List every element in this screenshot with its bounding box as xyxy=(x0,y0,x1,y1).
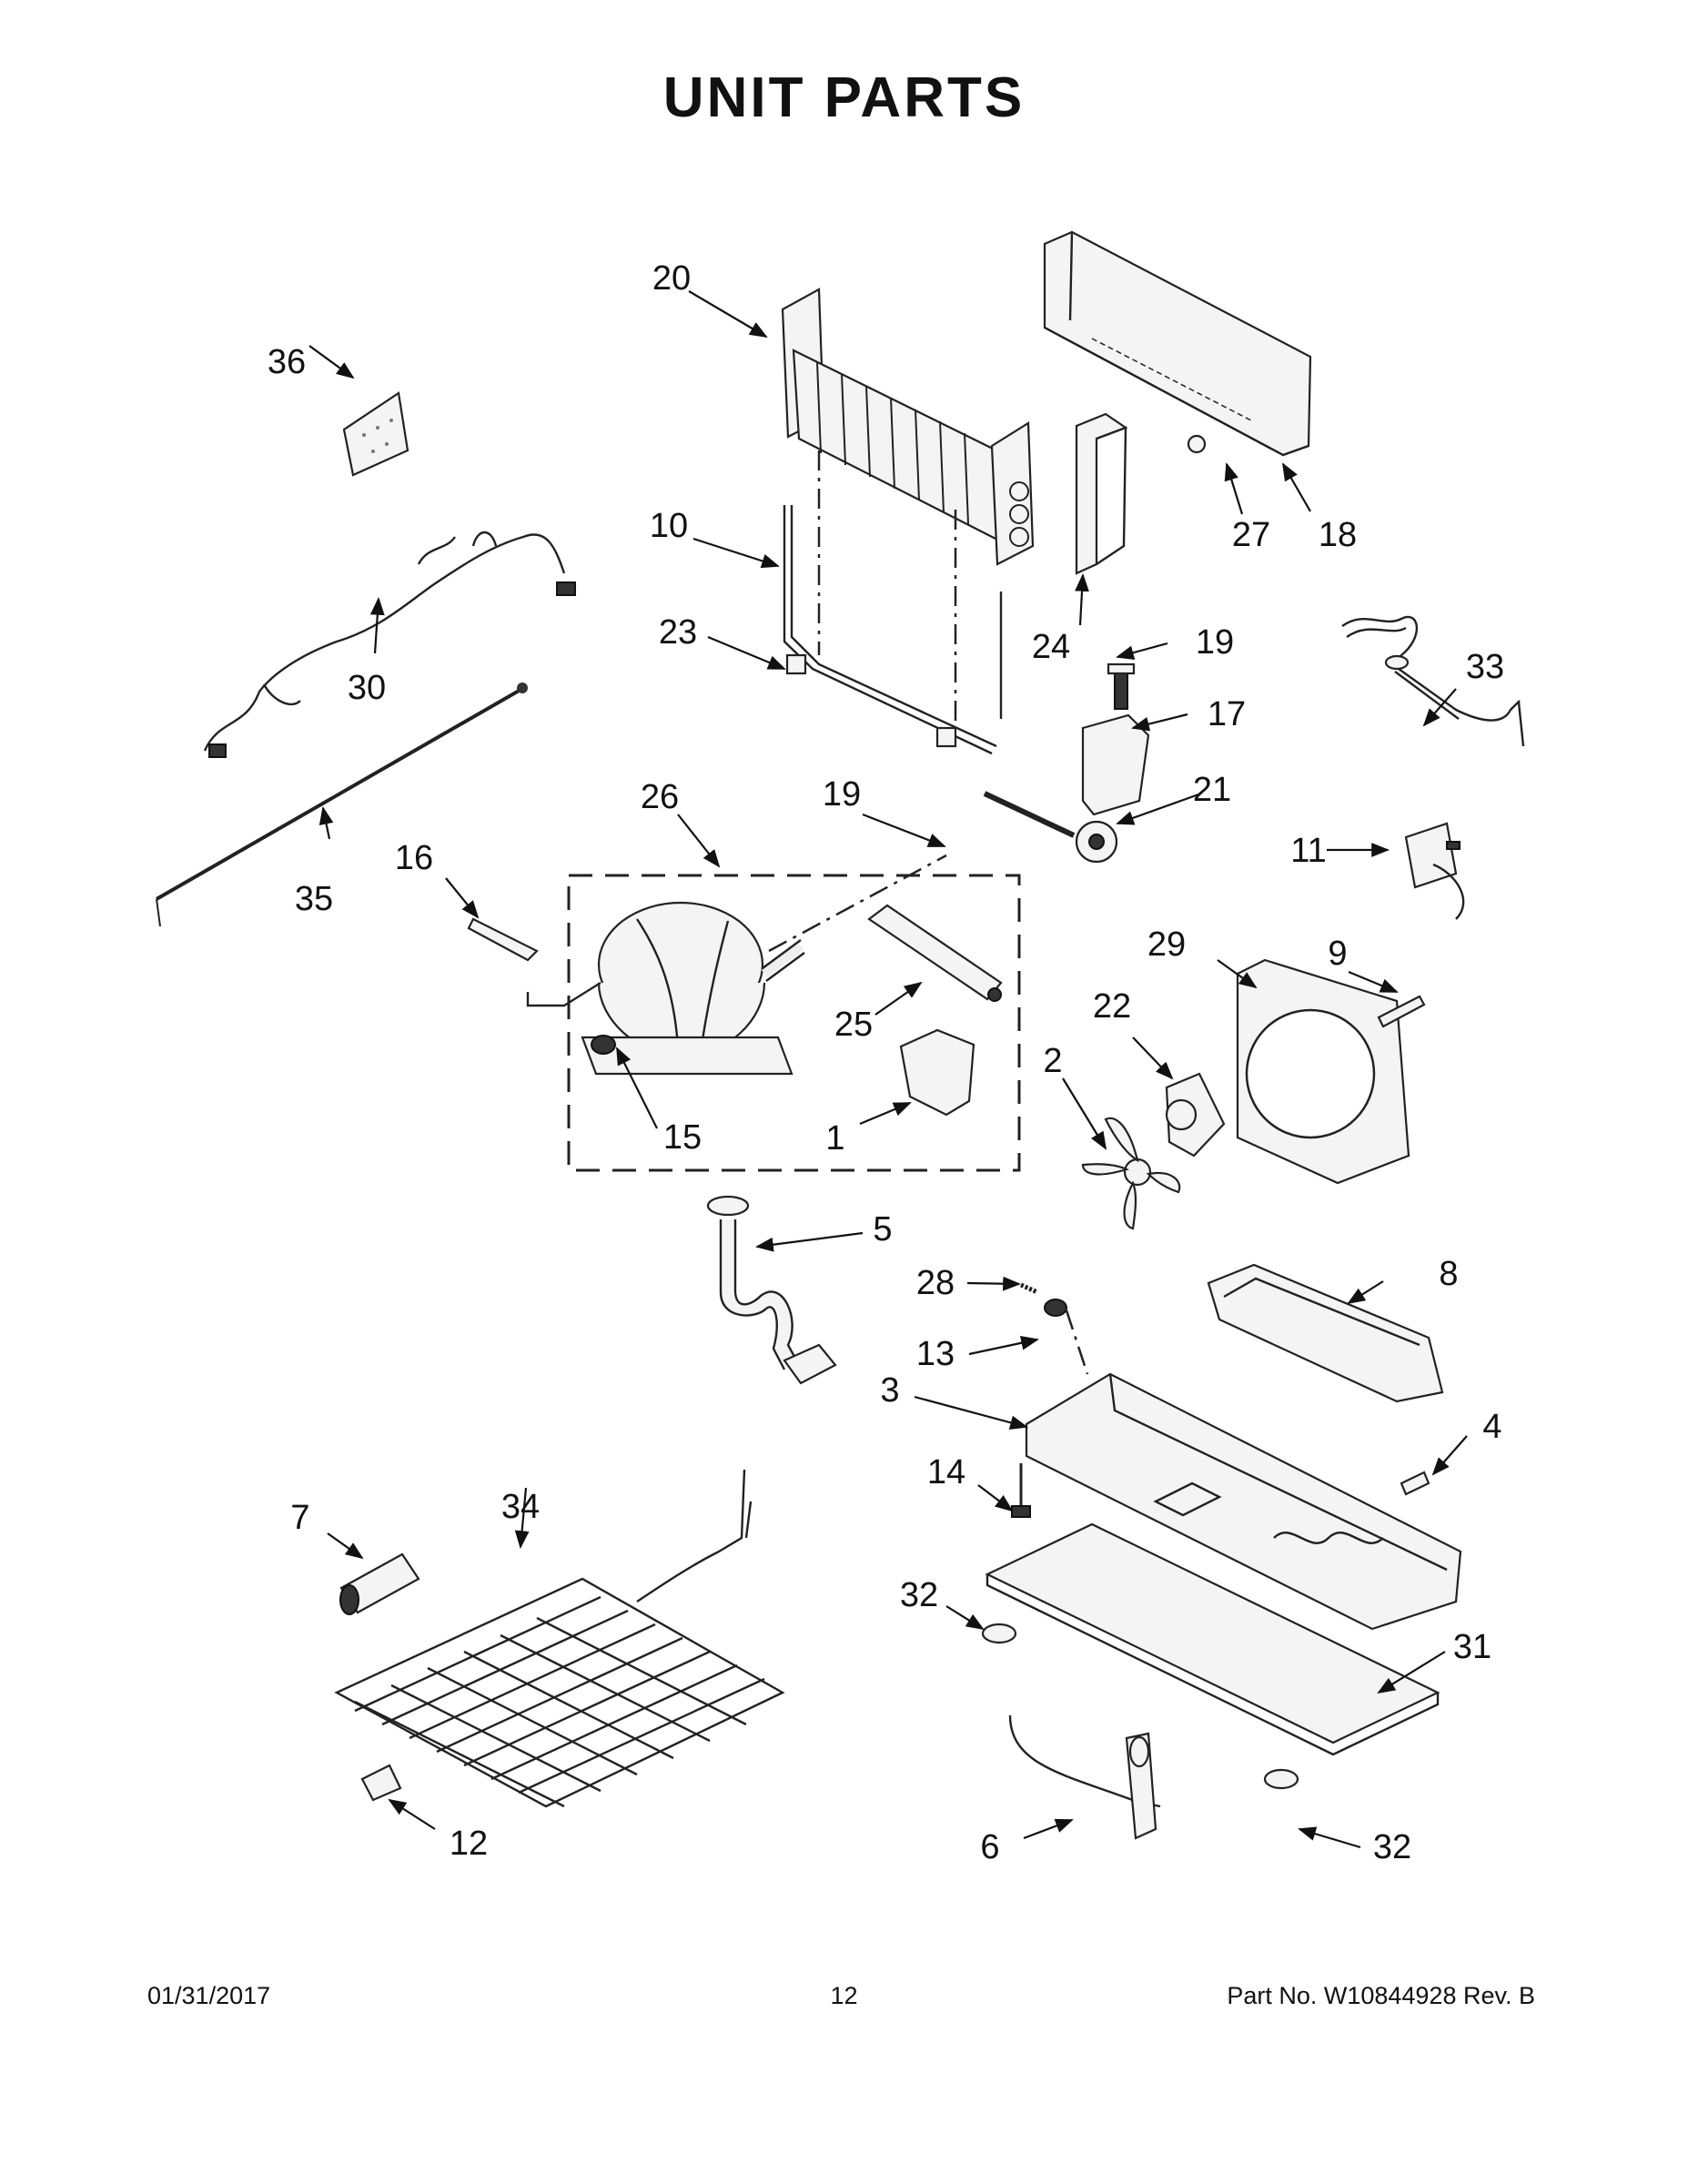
page-title: UNIT PARTS xyxy=(662,66,1026,129)
callout-32b: 32 xyxy=(1373,1828,1411,1866)
part-29-fan-shroud xyxy=(1236,958,1410,1185)
callout-14: 14 xyxy=(927,1453,965,1491)
part-24-bracket xyxy=(1075,412,1128,575)
callout-2: 2 xyxy=(1043,1042,1062,1080)
callout-20: 20 xyxy=(652,259,691,298)
callout-16: 16 xyxy=(395,839,433,877)
part-30-wire-harness xyxy=(203,531,576,758)
callout-11: 11 xyxy=(1290,832,1326,870)
callout-21: 21 xyxy=(1193,771,1231,809)
part-5-drain-tube xyxy=(706,1195,837,1385)
part-28-spring xyxy=(1019,1282,1039,1295)
callout-18: 18 xyxy=(1319,516,1357,554)
callout-4: 4 xyxy=(1482,1408,1501,1446)
callout-9: 9 xyxy=(1328,935,1347,973)
callout-19b: 19 xyxy=(823,775,861,814)
footer-date: 01/31/2017 xyxy=(147,1982,271,2009)
callout-28: 28 xyxy=(916,1264,955,1302)
part-25-drier xyxy=(867,904,1003,1002)
part-11-relay xyxy=(1404,822,1465,920)
callout-22: 22 xyxy=(1093,987,1131,1026)
part-3-base-plate xyxy=(1025,1372,1462,1631)
callout-6: 6 xyxy=(980,1828,999,1866)
part-26-compressor xyxy=(526,901,805,1076)
callout-leaders xyxy=(308,290,1468,1849)
callout-34: 34 xyxy=(501,1488,540,1526)
callout-3: 3 xyxy=(880,1371,899,1410)
part-23-heater xyxy=(783,505,1003,755)
part-26-compressor-group xyxy=(567,874,1021,1172)
callout-27: 27 xyxy=(1232,516,1270,554)
callout-36: 36 xyxy=(268,343,306,381)
part-13-grommet xyxy=(1044,1299,1067,1317)
callout-12: 12 xyxy=(450,1825,488,1863)
callout-29: 29 xyxy=(1147,925,1186,964)
part-35-rod xyxy=(156,682,528,927)
callout-24: 24 xyxy=(1032,628,1070,666)
callout-35: 35 xyxy=(295,880,333,918)
part-4-screw xyxy=(1400,1471,1430,1496)
callout-23: 23 xyxy=(659,613,697,652)
part-34-condenser-coil xyxy=(334,1469,785,1808)
part-16-strap xyxy=(467,917,539,962)
part-7-sleeve xyxy=(339,1552,420,1615)
part-9-screw xyxy=(1377,995,1426,1028)
callout-8: 8 xyxy=(1439,1255,1458,1293)
part-2-fan-blade xyxy=(1081,1117,1181,1230)
callout-31: 31 xyxy=(1453,1628,1491,1666)
callout-1: 1 xyxy=(825,1119,844,1158)
assembly-line xyxy=(1065,1309,1089,1375)
assembly-line xyxy=(768,854,947,953)
callout-17: 17 xyxy=(1208,695,1246,733)
callout-15: 15 xyxy=(663,1118,702,1157)
part-12-clip xyxy=(360,1764,402,1802)
callout-26: 26 xyxy=(641,778,679,816)
part-33-tubing xyxy=(1341,615,1525,747)
part-21-fan-motor xyxy=(983,791,1118,864)
callout-32a: 32 xyxy=(900,1576,938,1614)
callout-numbers: 20 36 10 23 30 35 27 18 24 19 17 21 33 1… xyxy=(268,259,1504,1866)
footer-page-number: 12 xyxy=(830,1982,858,2009)
callout-19: 19 xyxy=(1196,623,1234,662)
part-17-bracket xyxy=(1081,713,1150,816)
part-8-drain-pan xyxy=(1207,1263,1444,1403)
part-20-evaporator xyxy=(781,288,1035,728)
callout-33: 33 xyxy=(1466,648,1504,686)
part-1-overload xyxy=(899,1028,975,1117)
part-18-channel xyxy=(1043,230,1312,457)
part-32-foot xyxy=(981,1623,1299,1790)
callout-25: 25 xyxy=(834,1006,873,1044)
part-22-condenser-fan-motor xyxy=(1165,1072,1226,1158)
part-15-grommet xyxy=(591,1035,616,1055)
callout-30: 30 xyxy=(348,669,386,707)
part-36-pad xyxy=(342,391,409,477)
callout-7: 7 xyxy=(290,1499,309,1537)
part-19-screw xyxy=(1107,662,1136,710)
callout-10: 10 xyxy=(650,507,688,545)
callout-5: 5 xyxy=(873,1210,892,1249)
callout-13: 13 xyxy=(916,1335,955,1373)
part-6-sensor xyxy=(1008,1714,1161,1840)
footer-part-number: Part No. W10844928 Rev. B xyxy=(1227,1982,1535,2009)
part-27-clip xyxy=(1187,434,1207,454)
part-14-screw xyxy=(1011,1463,1031,1518)
part-31-cover-panel xyxy=(985,1522,1440,1756)
